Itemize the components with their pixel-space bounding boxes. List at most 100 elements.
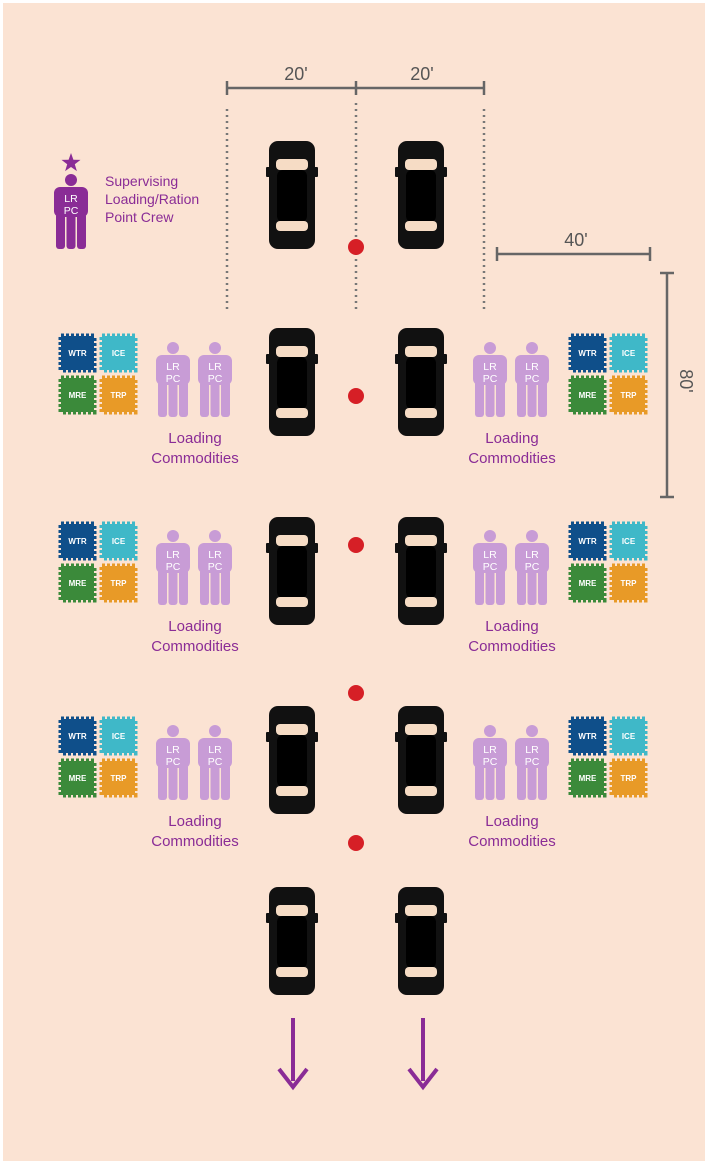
commodity-wtr-label: WTR [68,732,86,741]
crew-person-line2: PC [166,561,181,573]
down-arrow-icon [277,1018,309,1091]
commodity-ice-box: ICE [99,716,138,756]
car-icon [395,706,447,814]
car-icon [266,141,318,249]
commodity-wtr-label: WTR [578,349,596,358]
commodity-ice-label: ICE [622,732,636,741]
dimension-left-lane: 20' [225,64,358,95]
commodity-ice-label: ICE [112,537,126,546]
traffic-arrows [277,1018,439,1091]
commodity-mre-label: MRE [579,391,597,400]
station-label-line1: Loading [485,430,538,447]
legend-line-1: Supervising [105,173,178,189]
down-arrow-icon [407,1018,439,1091]
lane-marker-dot [348,388,364,404]
commodity-ice-label: ICE [112,349,126,358]
crew-person-line1: LR [483,744,497,756]
car-icon [266,517,318,625]
station-label-line1: Loading [168,430,221,447]
vehicles [266,141,447,995]
station-label-line2: Commodities [151,833,239,850]
commodity-wtr-label: WTR [68,349,86,358]
commodity-trp-label: TRP [111,774,128,783]
crew-person-line2: PC [208,756,223,768]
commodity-mre-label: MRE [69,774,87,783]
crew-person-line2: PC [166,756,181,768]
car-icon [395,887,447,995]
commodity-trp-box: TRP [99,758,138,798]
commodity-trp-label: TRP [621,774,638,783]
commodity-mre-box: MRE [58,375,97,415]
crew-person-line2: PC [483,756,498,768]
supervisor-line2: PC [64,205,79,217]
commodity-ice-box: ICE [609,716,648,756]
crew-person-line2: PC [525,756,540,768]
commodity-ice-label: ICE [622,349,636,358]
dimension-label-right-lane: 20' [410,64,433,84]
commodity-wtr-label: WTR [578,537,596,546]
dimension-label-station-length: 80' [676,369,696,392]
car-icon [266,887,318,995]
dimension-station-length: 80' [660,271,696,499]
commodity-ice-box: ICE [609,521,648,561]
supervisor-line1: LR [64,193,78,205]
station-label-line2: Commodities [151,638,239,655]
commodity-wtr-label: WTR [578,732,596,741]
crew-person-line2: PC [208,373,223,385]
lane-marker-dot [348,685,364,701]
station-label-line1: Loading [168,618,221,635]
commodity-trp-label: TRP [621,391,638,400]
crew-person-line2: PC [166,373,181,385]
dimension-right-lane: 20' [356,64,486,95]
lane-marker-dot [348,835,364,851]
commodity-mre-box: MRE [58,563,97,603]
commodity-wtr-box: WTR [58,716,97,756]
station-label-line1: Loading [485,618,538,635]
commodity-boxes: WTR ICE MRE TRP [568,521,648,603]
commodity-trp-label: TRP [111,391,128,400]
crew-person-line1: LR [166,361,180,373]
station-label-line2: Commodities [468,638,556,655]
crew-person-line2: PC [525,373,540,385]
crew-person-line2: PC [483,373,498,385]
commodity-mre-label: MRE [579,774,597,783]
commodity-ice-box: ICE [99,333,138,373]
commodity-wtr-box: WTR [568,716,607,756]
dimension-side-width: 40' [495,230,652,261]
station-label-line1: Loading [168,813,221,830]
commodity-trp-box: TRP [99,375,138,415]
commodity-trp-box: TRP [609,563,648,603]
commodity-wtr-box: WTR [58,521,97,561]
commodity-mre-box: MRE [568,375,607,415]
station-label-line2: Commodities [151,450,239,467]
lane-markers [348,239,364,851]
crew-person-line1: LR [483,549,497,561]
commodity-ice-label: ICE [622,537,636,546]
legend-line-2: Loading/Ration [105,191,199,207]
station-label-line1: Loading [485,813,538,830]
commodity-wtr-box: WTR [568,521,607,561]
crew-person-line1: LR [208,361,222,373]
commodity-mre-box: MRE [568,563,607,603]
commodity-mre-label: MRE [69,579,87,588]
station-label-line2: Commodities [468,833,556,850]
commodity-mre-box: MRE [568,758,607,798]
car-icon [266,328,318,436]
commodity-boxes: WTR ICE MRE TRP [58,333,138,415]
car-icon [266,706,318,814]
crew-person-line1: LR [166,549,180,561]
crew-person-line1: LR [166,744,180,756]
lane-marker-dot [348,537,364,553]
commodity-mre-label: MRE [579,579,597,588]
commodity-trp-label: TRP [621,579,638,588]
legend-line-3: Point Crew [105,209,174,225]
